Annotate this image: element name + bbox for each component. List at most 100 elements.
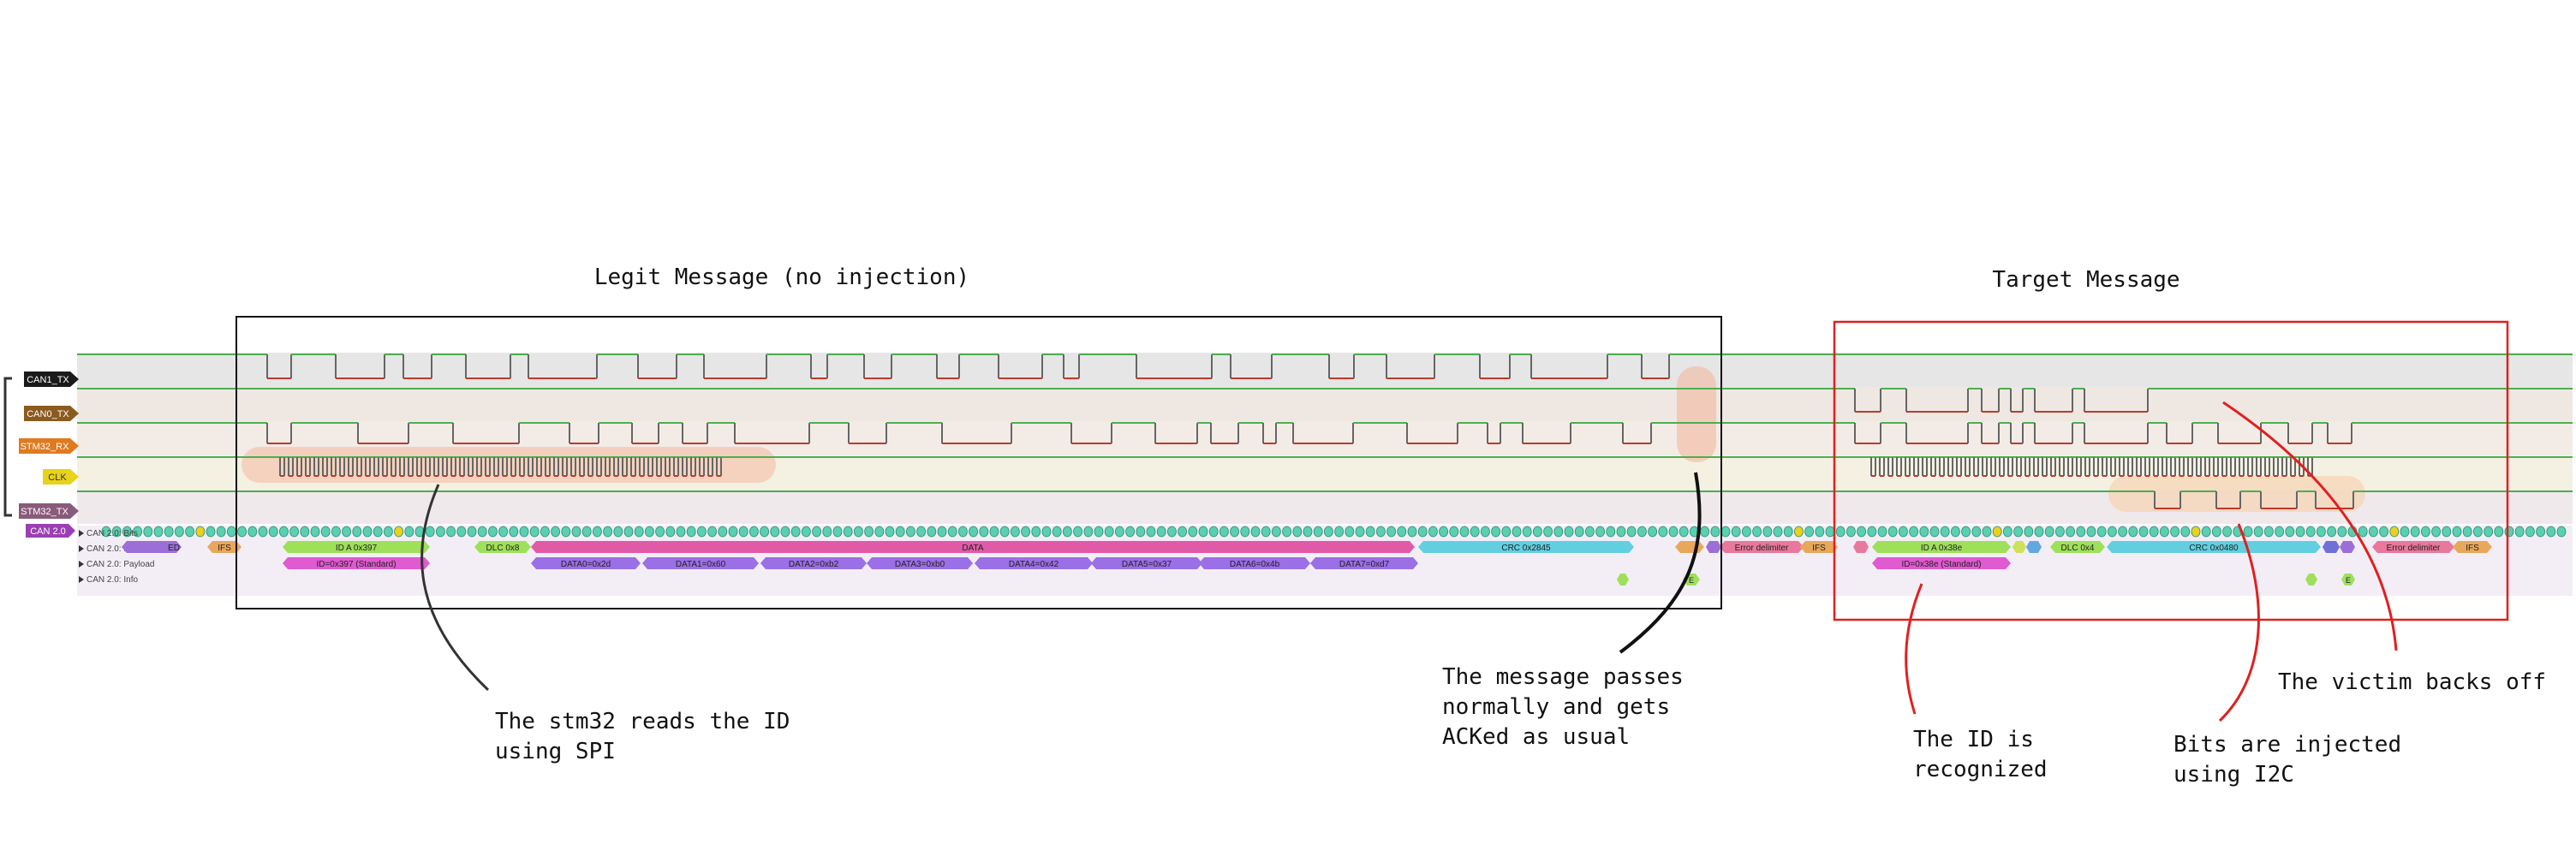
can-bit[interactable] (1533, 526, 1542, 538)
field-pill[interactable] (2372, 541, 2454, 553)
can-bit[interactable] (1282, 526, 1291, 538)
can-bit[interactable] (2420, 526, 2430, 538)
can-bit[interactable] (1240, 526, 1250, 538)
can-bit[interactable] (467, 526, 477, 538)
can-bit[interactable] (373, 526, 383, 538)
expand-arrow-icon[interactable] (79, 561, 84, 568)
can-bit[interactable] (2211, 526, 2221, 538)
can-bit[interactable] (498, 526, 508, 538)
field-pill[interactable] (1706, 541, 1721, 553)
can-bit[interactable] (1804, 526, 1815, 538)
field-pill[interactable] (2107, 541, 2321, 553)
can-bit[interactable] (352, 526, 362, 538)
can-bit[interactable] (2285, 526, 2295, 538)
can-bit[interactable] (593, 526, 602, 538)
can-bit[interactable] (2159, 526, 2169, 538)
can-bit[interactable] (2138, 526, 2149, 538)
field-pill[interactable] (207, 541, 242, 553)
channel-label-clk[interactable]: CLK (43, 469, 79, 485)
field-pill[interactable] (2323, 541, 2340, 553)
can-bit[interactable] (2462, 526, 2472, 538)
field-pill[interactable] (531, 541, 1415, 553)
can-bit[interactable] (1365, 526, 1375, 538)
field-pill[interactable] (1872, 541, 2011, 553)
can-bit[interactable] (1146, 526, 1156, 538)
can-bit[interactable] (603, 526, 612, 538)
can-bit[interactable] (885, 526, 895, 538)
can-bit[interactable] (1272, 526, 1281, 538)
can-bit[interactable] (247, 526, 258, 538)
can-bit[interactable] (446, 526, 456, 538)
can-bit[interactable] (174, 526, 184, 538)
can-bit[interactable] (1491, 526, 1500, 538)
can-bit[interactable] (1125, 526, 1135, 538)
can-bit[interactable] (529, 526, 540, 538)
can-bit[interactable] (854, 526, 863, 538)
can-bit[interactable] (488, 526, 498, 538)
can-bit[interactable] (1867, 526, 1877, 538)
can-bit[interactable] (1668, 526, 1679, 538)
field-pill[interactable] (2340, 541, 2355, 553)
can-bit[interactable] (362, 526, 373, 538)
can-bit[interactable] (1230, 526, 1239, 538)
can-bit[interactable] (1334, 526, 1344, 538)
can-bit[interactable] (623, 526, 634, 538)
can-bit[interactable] (2066, 526, 2076, 538)
field-pill[interactable] (2453, 541, 2492, 553)
can-bit[interactable] (2201, 526, 2211, 538)
can-bit[interactable] (2076, 526, 2086, 538)
can-bit[interactable] (2305, 526, 2316, 538)
can-bit[interactable] (1481, 526, 1490, 538)
can-bit[interactable] (1198, 526, 1208, 538)
can-bit[interactable] (655, 526, 665, 538)
can-bit[interactable] (153, 526, 164, 538)
can-bit[interactable] (780, 526, 790, 538)
can-bit[interactable] (1940, 526, 1950, 538)
can-bit[interactable] (1898, 526, 1908, 538)
can-bit[interactable] (540, 526, 550, 538)
can-bit[interactable] (2118, 526, 2128, 538)
can-bit[interactable] (2034, 526, 2044, 538)
can-bit[interactable] (101, 526, 111, 538)
expand-arrow-icon[interactable] (79, 545, 84, 552)
can-bit[interactable] (1417, 526, 1428, 538)
can-bit[interactable] (331, 526, 341, 538)
can-bit[interactable] (2253, 526, 2263, 538)
can-bit[interactable] (1324, 526, 1333, 538)
can-bit[interactable] (2002, 526, 2012, 538)
can-bit[interactable] (226, 526, 236, 538)
payload-pill[interactable] (867, 557, 973, 569)
field-pill[interactable] (2012, 541, 2026, 553)
can-bit[interactable] (2452, 526, 2462, 538)
can-bit[interactable] (2263, 526, 2274, 538)
can-bit[interactable] (1459, 526, 1470, 538)
field-pill[interactable] (1800, 541, 1838, 553)
can-bit[interactable] (143, 526, 153, 538)
can-bit[interactable] (1961, 526, 1971, 538)
can-bit[interactable] (864, 526, 874, 538)
payload-pill[interactable] (1310, 557, 1418, 569)
channel-label-can0-tx[interactable]: CAN0_TX (24, 406, 79, 421)
can-bit[interactable] (2086, 526, 2096, 538)
can-bit[interactable] (1626, 526, 1637, 538)
can-bit[interactable] (1574, 526, 1584, 538)
can-bit[interactable] (1063, 526, 1072, 538)
can-bit[interactable] (2275, 526, 2285, 538)
can-bit[interactable] (1136, 526, 1146, 538)
can-bit[interactable] (310, 526, 320, 538)
can-bit[interactable] (1585, 526, 1595, 538)
can-bit[interactable] (1658, 526, 1668, 538)
can-bit[interactable] (1793, 526, 1804, 538)
can-bit[interactable] (268, 526, 278, 538)
can-bit[interactable] (2484, 526, 2494, 538)
field-pill[interactable] (1675, 541, 1704, 553)
can-bit[interactable] (1292, 526, 1303, 538)
can-bit[interactable] (1710, 526, 1720, 538)
can-bit[interactable] (843, 526, 853, 538)
can-bit[interactable] (979, 526, 989, 538)
can-bit[interactable] (1303, 526, 1313, 538)
can-bit[interactable] (1208, 526, 1219, 538)
can-bit[interactable] (989, 526, 999, 538)
can-bit[interactable] (300, 526, 310, 538)
can-bit[interactable] (436, 526, 445, 538)
